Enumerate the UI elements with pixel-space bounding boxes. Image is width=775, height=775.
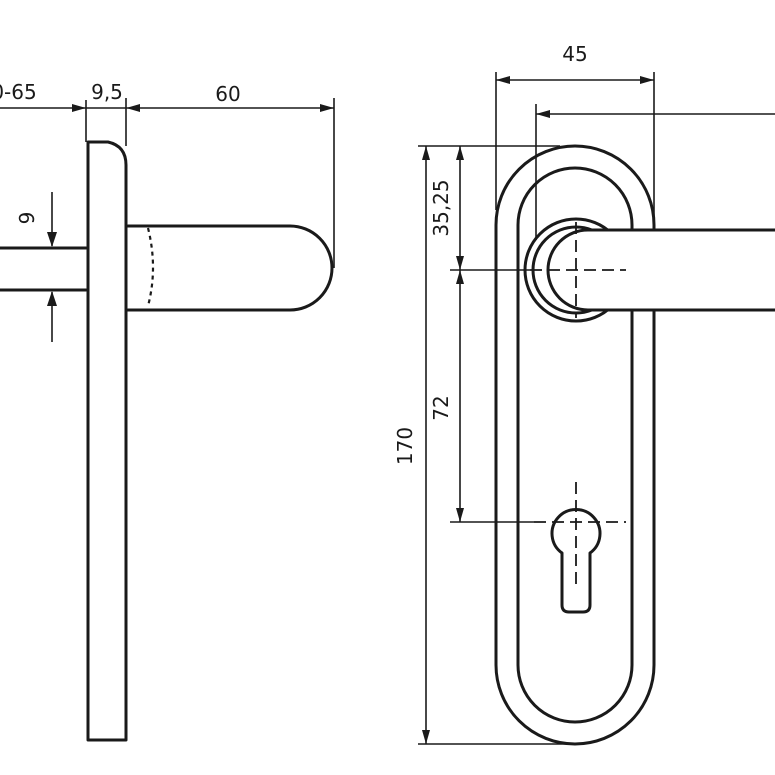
side-arrow-c (320, 104, 334, 112)
dim-9-lower-arrow (47, 291, 57, 306)
distance-arrow-top (456, 270, 464, 284)
front-lever (546, 228, 775, 312)
side-lever-collar (146, 227, 155, 307)
height-arrow-bottom (422, 730, 430, 744)
top-axis-arrow-top (456, 146, 464, 160)
dim-top-to-handle-axis: 35,25 (429, 179, 453, 236)
side-plate-outline (86, 140, 128, 742)
side-lever-outline (126, 224, 334, 312)
keyhole (550, 508, 602, 614)
dim-lever-projection: 60 (215, 82, 240, 106)
dim-plate-width: 45 (562, 42, 587, 66)
width-arrow-left (496, 76, 510, 84)
side-view: 9 0-65 9,5 60 (0, 80, 335, 742)
front-plate-inner (516, 166, 634, 724)
dim-plate-thickness: 9,5 (91, 80, 123, 104)
dim-lever-diameter: 9 (15, 212, 39, 225)
top-axis-arrow-bottom (456, 256, 464, 270)
dim-9-upper-arrow (47, 232, 57, 247)
side-arrow-b (126, 104, 140, 112)
lever-arrow-left (536, 110, 550, 118)
distance-arrow-bottom (456, 508, 464, 522)
dim-plate-height: 170 (393, 427, 417, 465)
dim-rose-depth: 0-65 (0, 80, 37, 104)
front-view: 45 170 35,25 72 (393, 42, 775, 746)
width-arrow-right (640, 76, 654, 84)
dim-handle-to-cylinder: 72 (429, 395, 453, 420)
height-arrow-top (422, 146, 430, 160)
side-arrow-a (72, 104, 86, 112)
